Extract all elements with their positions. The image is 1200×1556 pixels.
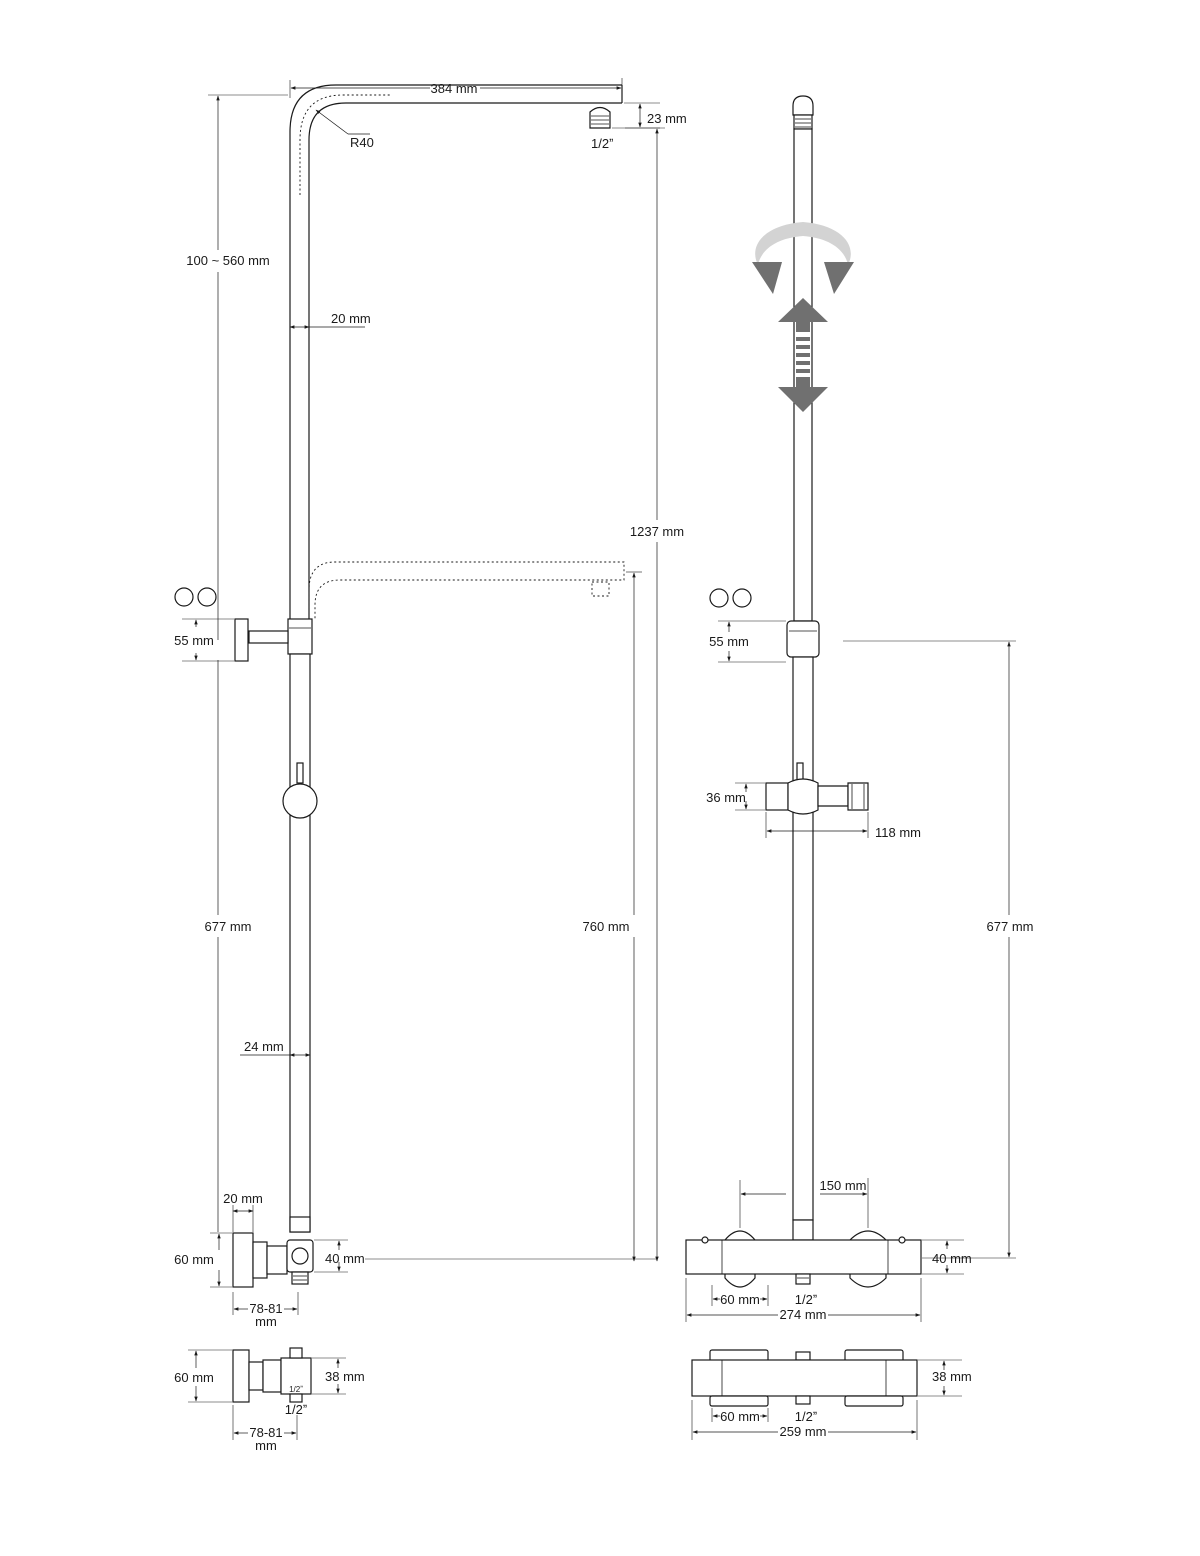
bottom-left-knob-bottom [709,1395,769,1407]
bottom-outlet-thread [289,1393,303,1403]
front-valve-screw [898,1236,906,1244]
front-bracket-to-valve-label: 677 mm [987,919,1034,934]
bottom-wall-plate [232,1349,250,1403]
front-valve-screw [701,1236,709,1244]
front-pipe-end [792,1219,814,1241]
mount-hole-icon [197,587,217,607]
height-adjust-label: 100 ~ 560 mm [186,253,269,268]
front-bracket-height-label: 55 mm [709,634,749,649]
valve-wall-plate [232,1232,254,1288]
bottom-connector [248,1361,264,1391]
front-outlet-thread-label: 1/2ˮ [795,1292,817,1307]
bottom-depth-label-line2: mm [255,1438,277,1453]
holder-height-label: 36 mm [706,790,746,805]
lower-pipe-end [289,1216,311,1233]
bracket-height-label: 55 mm [174,633,214,648]
valve-connector [252,1241,268,1279]
front-bottom-view: 38 mm 60 mm 1/2ˮ 259 mm [691,1349,972,1440]
front-bottom-outlet-thread-label: 1/2ˮ [795,1409,817,1424]
bottom-depth-label-line1: 78-81 [249,1425,282,1440]
side-bottom-view: 1/2ˮ 1/2ˮ 60 mm 38 mm 78-81 mm [174,1347,365,1453]
front-holder-arm [817,785,849,807]
slide-up-down-icon [778,298,828,412]
front-view-dimensions: 55 mm 36 mm 118 mm 677 mm 150 mm 40 mm [685,620,1034,1322]
bracket-to-valve-label: 677 mm [205,919,252,934]
front-bottom-knob-width-label: 60 mm [720,1409,760,1424]
bottom-top-thread [289,1347,303,1359]
front-outlet-thread [795,1273,811,1285]
front-bottom-total-width-label: 259 mm [780,1424,827,1439]
upper-pipe-outer [289,84,622,620]
bottom-body-height-label: 38 mm [325,1369,365,1384]
wall-bracket-collar [287,618,313,655]
valve-body-label: 40 mm [325,1251,365,1266]
bottom-top-thread-front [795,1351,811,1361]
outlet-drop-label: 23 mm [647,111,687,126]
front-upper-pipe [793,128,813,622]
lowered-arm-outline [308,561,625,620]
mount-hole-icon [174,587,194,607]
valve-height-label: 60 mm [174,1252,214,1267]
holder-width-label: 118 mm [875,825,921,840]
front-pipe-top-cap [792,95,814,116]
valve-outlet-circle [291,1247,309,1265]
arm-outlet-thread-label: 1/2ˮ [591,136,613,151]
bottom-outlet-thread-label: 1/2ˮ [285,1402,307,1417]
front-valve-body [685,1239,922,1275]
centre-offset-label: 150 mm [820,1178,867,1193]
bottom-outlet-thread-front [795,1395,811,1405]
bottom-valve-body-front [691,1359,918,1397]
bend-travel-line [299,94,390,195]
front-holder-collar [787,778,819,815]
valve-depth-label-line1: 78-81 [249,1301,282,1316]
holder-pin [296,762,304,784]
bottom-inner-thread-label: 1/2ˮ [289,1385,303,1394]
front-knob-width-label: 60 mm [720,1292,760,1307]
front-lower-pipe [792,656,814,1221]
front-bracket-collar [786,620,820,658]
arm-outlet-thread [589,106,611,129]
front-holder-left-clamp [765,782,789,811]
total-height-label: 1237 mm [630,524,684,539]
wall-gap-label: 20 mm [223,1191,263,1206]
front-view [685,95,922,1288]
arm-length-label: 384 mm [431,81,478,96]
upper-pipe-dia-label: 20 mm [331,311,371,326]
side-view [174,84,625,1288]
front-total-width-label: 274 mm [780,1307,827,1322]
valve-depth-label-line2: mm [255,1314,277,1329]
front-valve-body-label: 40 mm [932,1251,972,1266]
upper-pipe-inner [308,102,622,620]
bottom-right-knob-bottom [844,1395,904,1407]
bottom-eccentric [262,1359,282,1393]
lower-pipe [289,653,311,1233]
valve-bottom-thread [291,1271,309,1285]
lower-pipe-dia-label: 24 mm [244,1039,284,1054]
front-bottom-body-height-label: 38 mm [932,1369,972,1384]
wall-bracket-plate [234,618,249,662]
rotate-icon [752,222,854,294]
bend-radius-label: R40 [350,135,374,150]
mount-hole-icon [732,588,752,608]
mount-hole-icon [709,588,729,608]
wall-bracket-arm [248,630,289,644]
bottom-valve-height-label: 60 mm [174,1370,214,1385]
lowered-arm-outlet [591,581,610,597]
holder-knob [282,783,318,819]
side-view-dimensions: 384 mm 23 mm 1/2ˮ R40 100 ~ 560 mm 20 mm… [174,78,687,1329]
front-holder-cradle [847,782,869,811]
arm-to-valve-label: 760 mm [583,919,630,934]
valve-eccentric [266,1245,288,1275]
